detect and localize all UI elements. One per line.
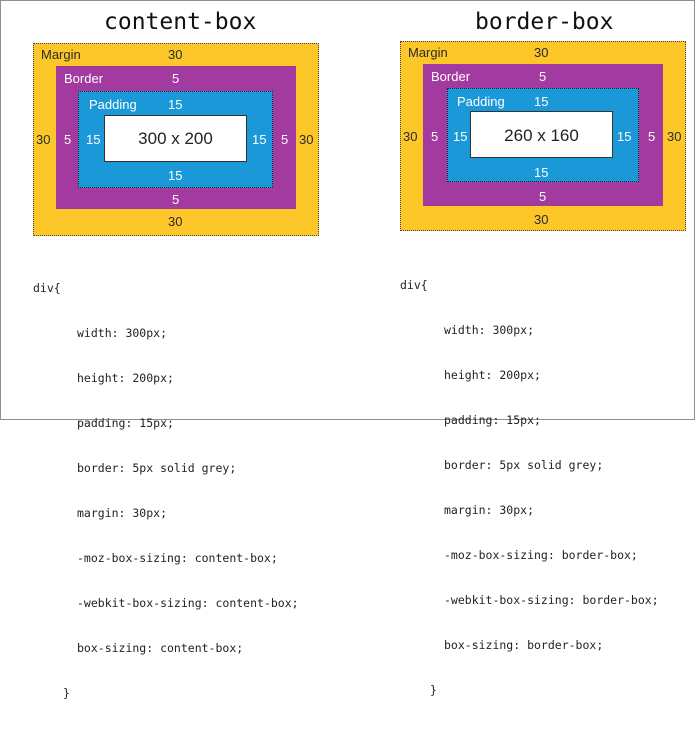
border-box-border-right-value: 5	[648, 129, 656, 144]
code-line: -webkit-box-sizing: content-box;	[77, 596, 299, 610]
border-box-title: border-box	[475, 9, 614, 35]
content-box-margin-bottom-value: 30	[168, 214, 183, 229]
code-close: }	[430, 683, 437, 697]
figure-frame: content-box Margin 30 30 30 30 Border 5 …	[0, 0, 695, 700]
code-line: padding: 15px;	[444, 413, 541, 427]
code-line: height: 200px;	[444, 368, 541, 382]
content-box-border-label: Border	[64, 71, 104, 86]
content-box-padding-top-value: 15	[168, 97, 183, 112]
border-box-margin-right-value: 30	[667, 129, 682, 144]
code-line: border: 5px solid grey;	[77, 461, 237, 475]
border-box-margin-label: Margin	[408, 45, 448, 60]
content-box-margin-right-value: 30	[299, 132, 314, 147]
border-box-border-top-value: 5	[539, 69, 547, 84]
code-line: box-sizing: content-box;	[77, 641, 244, 655]
code-line: margin: 30px;	[77, 506, 168, 520]
border-box-padding-top-value: 15	[534, 94, 549, 109]
border-box-padding-right-value: 15	[617, 129, 632, 144]
border-box-border-bottom-value: 5	[539, 189, 547, 204]
code-line: width: 300px;	[77, 326, 168, 340]
content-box-border-right-value: 5	[281, 132, 289, 147]
code-line: margin: 30px;	[444, 503, 535, 517]
code-open: div{	[33, 281, 61, 295]
code-line: width: 300px;	[444, 323, 535, 337]
code-line: -moz-box-sizing: border-box;	[444, 548, 638, 562]
content-box-margin-left-value: 30	[36, 132, 51, 147]
code-line: -webkit-box-sizing: border-box;	[444, 593, 659, 607]
content-box-title: content-box	[104, 9, 257, 35]
content-box-padding-bottom-value: 15	[168, 168, 183, 183]
content-box-padding-right-value: 15	[252, 132, 267, 147]
code-line: height: 200px;	[77, 371, 174, 385]
content-box-margin-top-value: 30	[168, 47, 183, 62]
border-box-margin-left-value: 30	[403, 129, 418, 144]
border-box-content-area	[470, 111, 613, 158]
border-box-border-label: Border	[431, 69, 471, 84]
code-line: box-sizing: border-box;	[444, 638, 604, 652]
border-box-border-left-value: 5	[431, 129, 439, 144]
border-box-padding-bottom-value: 15	[534, 165, 549, 180]
content-box-border-top-value: 5	[172, 71, 180, 86]
code-close: }	[63, 686, 70, 700]
border-box-padding-left-value: 15	[453, 129, 468, 144]
border-box-code: div{ width: 300px; height: 200px; paddin…	[400, 248, 659, 728]
code-line: -moz-box-sizing: content-box;	[77, 551, 278, 565]
border-box-margin-bottom-value: 30	[534, 212, 549, 227]
border-box-padding-label: Padding	[457, 94, 505, 109]
content-box-margin-label: Margin	[41, 47, 81, 62]
content-box-code: div{ width: 300px; height: 200px; paddin…	[33, 251, 299, 731]
content-box-content-area	[104, 115, 247, 162]
border-box-margin-top-value: 30	[534, 45, 549, 60]
content-box-padding-label: Padding	[89, 97, 137, 112]
code-open: div{	[400, 278, 428, 292]
code-line: border: 5px solid grey;	[444, 458, 604, 472]
content-box-content-size: 300 x 200	[138, 129, 213, 148]
border-box-content-size: 260 x 160	[504, 126, 579, 145]
code-line: padding: 15px;	[77, 416, 174, 430]
content-box-border-left-value: 5	[64, 132, 72, 147]
content-box-padding-left-value: 15	[86, 132, 101, 147]
content-box-border-bottom-value: 5	[172, 192, 180, 207]
